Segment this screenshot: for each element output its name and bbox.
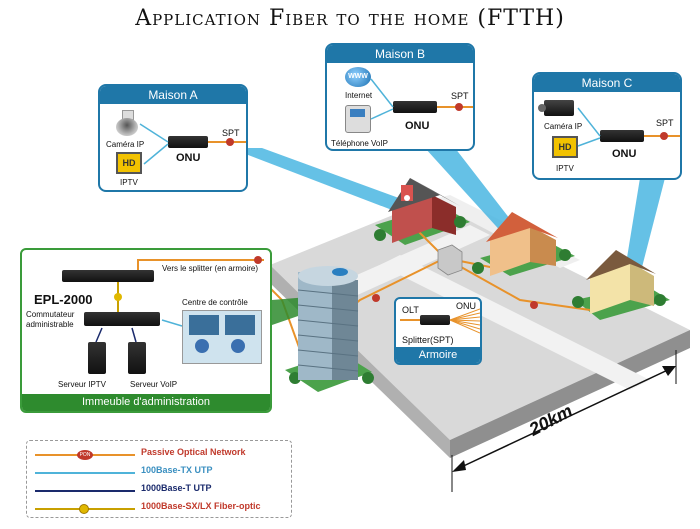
distance-arrow <box>451 350 677 492</box>
pon-marker <box>372 294 380 302</box>
pon-cable <box>444 257 591 311</box>
armoire-callout: OLT ONU Splitter(SPT) Armoire <box>394 297 482 365</box>
maison-c-callout: Maison C Caméra IP HD IPTV ONU SPT <box>532 72 682 180</box>
onu-device <box>600 130 644 142</box>
switch-device <box>84 312 160 326</box>
epl-2000-device <box>62 270 154 282</box>
maison-a-callout: Maison A Caméra IP HD IPTV ONU SPT <box>98 84 248 192</box>
legend-item-1000base-t: 1000Base-T UTP <box>27 483 291 499</box>
pon-marker <box>530 301 538 309</box>
spt-label: SPT <box>451 91 469 101</box>
iptv-server-label: Serveur IPTV <box>58 380 107 389</box>
legend: PON Passive Optical Network 100Base-TX U… <box>26 440 292 518</box>
iptv-icon: HD <box>552 136 578 158</box>
house-b <box>486 212 558 276</box>
onu-device <box>393 101 437 113</box>
onu-label: ONU <box>612 148 637 160</box>
legend-label: 100Base-TX UTP <box>141 465 213 475</box>
camera-icon <box>538 100 574 116</box>
armoire-footer: Armoire <box>396 347 480 363</box>
onu-label: ONU <box>176 152 201 164</box>
pon-marker-icon: PON <box>77 450 93 460</box>
iptv-icon: HD <box>116 152 142 174</box>
olt-label: OLT <box>402 305 419 315</box>
admin-footer: Immeuble d'administration <box>22 394 270 411</box>
splitter-label: Splitter(SPT) <box>402 335 454 345</box>
phone-label: Téléphone VoIP <box>331 139 388 148</box>
onu-device <box>168 136 208 148</box>
legend-label: Passive Optical Network <box>141 447 246 457</box>
onu-label: ONU <box>405 120 430 132</box>
maison-a-header: Maison A <box>100 86 246 104</box>
map-plate-side-right <box>450 330 690 458</box>
callout-beam-b <box>425 148 520 236</box>
callout-beam-a <box>230 148 418 215</box>
splitter-device <box>420 315 450 325</box>
phone-icon <box>345 105 371 133</box>
control-center-image <box>182 310 262 364</box>
maison-b-cables <box>370 78 473 120</box>
house-a <box>388 178 460 243</box>
spt-label: SPT <box>222 128 240 138</box>
iptv-label: IPTV <box>556 164 574 173</box>
cabinet <box>437 244 463 276</box>
admin-tower <box>297 266 359 380</box>
house-c <box>586 250 656 314</box>
voip-server <box>128 342 146 374</box>
to-splitter-label: Vers le splitter (en armoire) <box>162 264 259 273</box>
splitter-fibers <box>400 308 480 334</box>
internet-label: Internet <box>345 91 373 100</box>
legend-label: 1000Base-SX/LX Fiber-optic <box>141 501 261 511</box>
spt-label: SPT <box>656 118 674 128</box>
voip-server-label: Serveur VoIP <box>130 380 178 389</box>
admin-cables <box>95 256 264 343</box>
maison-c-cables <box>577 107 680 147</box>
maison-b-header: Maison B <box>327 45 473 63</box>
camera-label: Caméra IP <box>544 122 583 131</box>
trees <box>289 216 666 384</box>
maison-c-header: Maison C <box>534 74 680 92</box>
maison-b-callout: Maison B WWW Internet Téléphone VoIP ONU… <box>325 43 475 151</box>
legend-label: 1000Base-T UTP <box>141 483 212 493</box>
switch-label: Commutateur administrable <box>26 310 75 329</box>
legend-item-pon: PON Passive Optical Network <box>27 447 291 463</box>
globe-icon: WWW <box>345 67 371 87</box>
admin-callout: EPL-2000 Vers le splitter (en armoire) C… <box>20 248 272 413</box>
camera-icon <box>116 110 138 136</box>
iptv-label: IPTV <box>120 178 138 187</box>
page-title: Application Fiber to the home (FTTH) <box>135 6 565 31</box>
legend-item-100base-tx: 100Base-TX UTP <box>27 465 291 481</box>
fiber-marker-icon <box>79 504 89 514</box>
control-center-label: Centre de contrôle <box>182 298 248 307</box>
callout-beam-c <box>625 178 665 275</box>
camera-label: Caméra IP <box>106 140 145 149</box>
maison-a-cables <box>139 123 246 165</box>
iptv-server <box>88 342 106 374</box>
onu-label: ONU <box>456 301 476 311</box>
legend-item-fiber: 1000Base-SX/LX Fiber-optic <box>27 501 291 517</box>
epl-2000-label: EPL-2000 <box>34 292 93 307</box>
road <box>380 255 650 390</box>
